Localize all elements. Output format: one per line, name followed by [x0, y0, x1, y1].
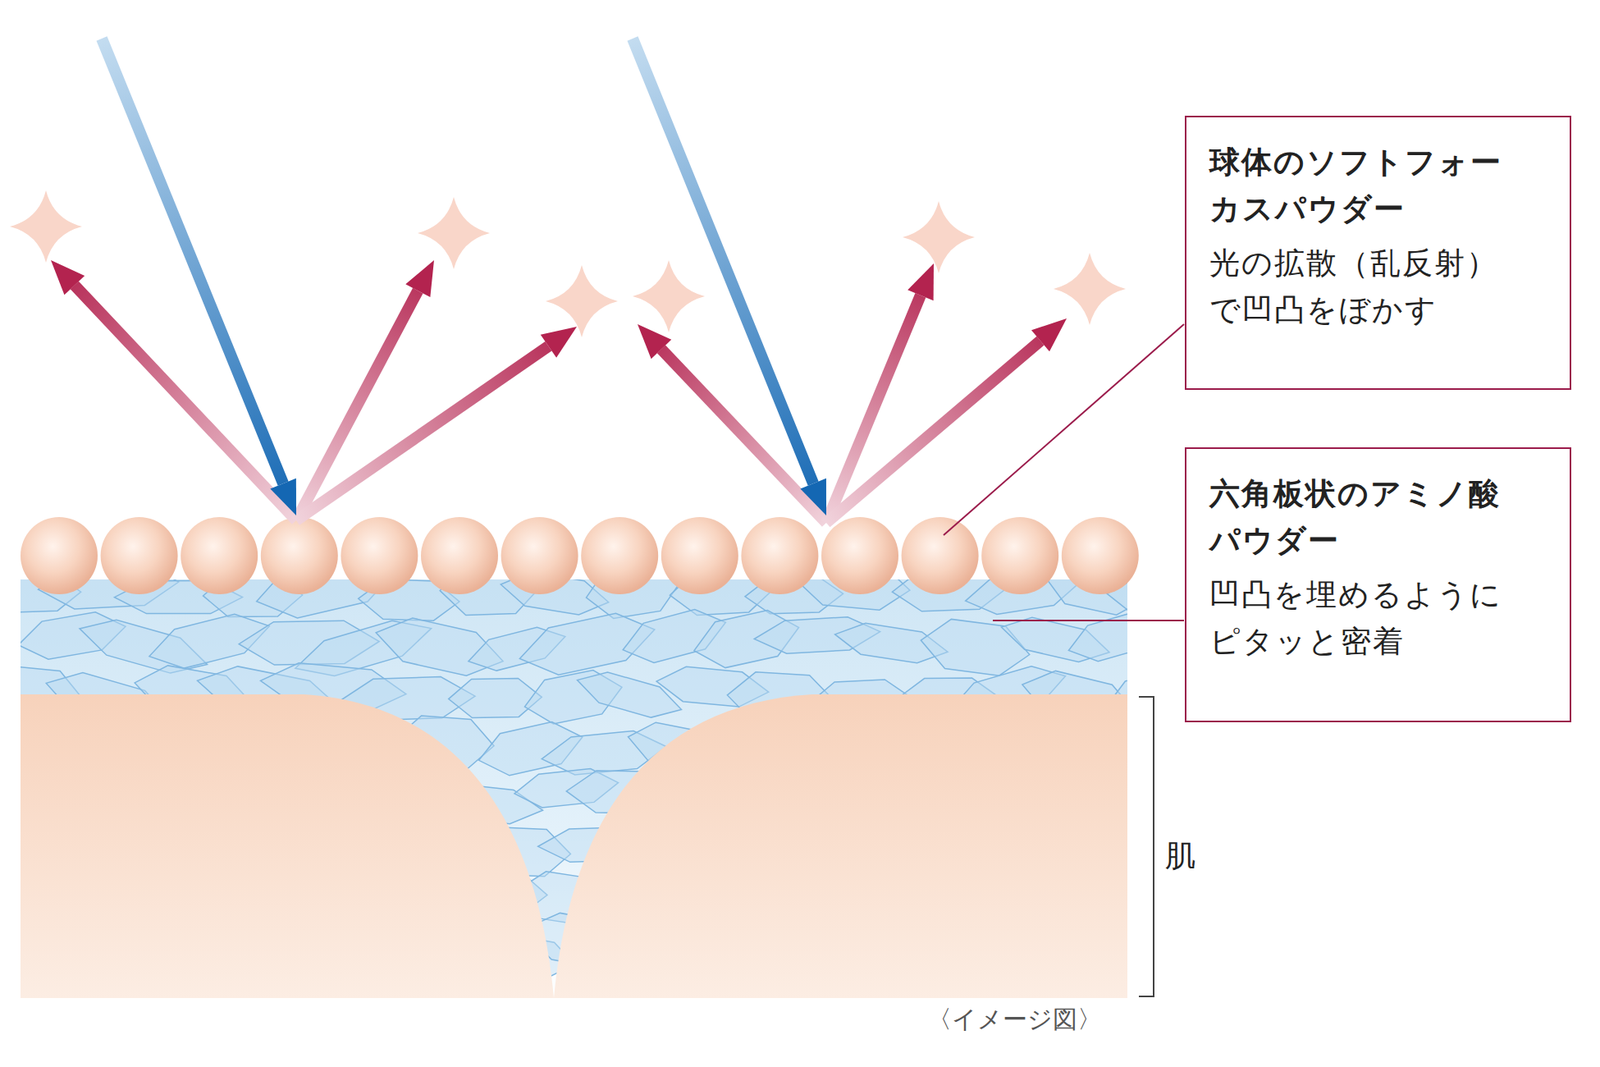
sphere: [821, 516, 899, 595]
sparkle: [632, 260, 705, 333]
sphere: [420, 516, 499, 595]
reflected-light-head: [907, 263, 934, 301]
sparkle: [9, 190, 83, 263]
callout-box: 六角板状のアミノ酸 パウダー凹凸を埋めるように ピタッと密着: [1184, 447, 1572, 723]
reflected-light-head: [405, 260, 435, 298]
hexagon-plate: [1068, 611, 1128, 662]
sphere: [661, 516, 739, 595]
reflected-light: [661, 348, 827, 523]
skin: [553, 694, 1128, 998]
reflected-light: [296, 290, 418, 521]
sphere: [340, 516, 418, 595]
callout-heading: 六角板状のアミノ酸 パウダー: [1209, 470, 1547, 565]
leader-line: [992, 619, 1184, 622]
callout-body: 凹凸を埋めるように ピタッと密着: [1209, 571, 1547, 666]
sparkle: [1053, 252, 1126, 325]
sparkle: [545, 265, 618, 338]
sparkle: [417, 196, 490, 270]
reflected-light-head: [50, 260, 85, 295]
callout-heading: 球体のソフトフォー カスパウダー: [1209, 138, 1547, 234]
incident-light: [632, 38, 814, 484]
sphere: [20, 516, 98, 595]
sphere: [901, 516, 979, 595]
incident-light: [101, 38, 284, 484]
sphere: [501, 516, 579, 595]
sphere: [580, 516, 659, 595]
reflected-light-head: [1031, 318, 1067, 352]
reflected-light-head: [637, 324, 672, 359]
incident-light-head: [800, 478, 827, 516]
skin-label: 肌: [1165, 835, 1196, 877]
reflected-light-head: [540, 326, 577, 358]
sphere: [740, 516, 819, 595]
callout-box: 球体のソフトフォー カスパウダー光の拡散（乱反射） で凹凸をぼかす: [1184, 115, 1572, 390]
skin: [20, 694, 554, 998]
bracket: [1138, 696, 1154, 997]
reflected-light: [296, 346, 549, 521]
leader-line: [943, 324, 1184, 535]
powder-layer: [20, 579, 1128, 998]
reflected-light: [826, 340, 1041, 523]
sphere: [100, 516, 179, 595]
sparkle: [902, 201, 975, 274]
reflected-light: [74, 285, 297, 521]
callout-body: 光の拡散（乱反射） で凹凸をぼかす: [1209, 239, 1547, 334]
sphere: [260, 516, 339, 595]
sphere: [1061, 516, 1139, 595]
light-arrows: [50, 38, 1067, 523]
incident-light-head: [269, 478, 297, 516]
image-note: 〈イメージ図〉: [927, 1002, 1102, 1037]
hexagon-plate: [448, 677, 543, 718]
sphere-powder: [20, 516, 1139, 595]
sphere: [180, 516, 258, 595]
sphere: [981, 516, 1059, 595]
